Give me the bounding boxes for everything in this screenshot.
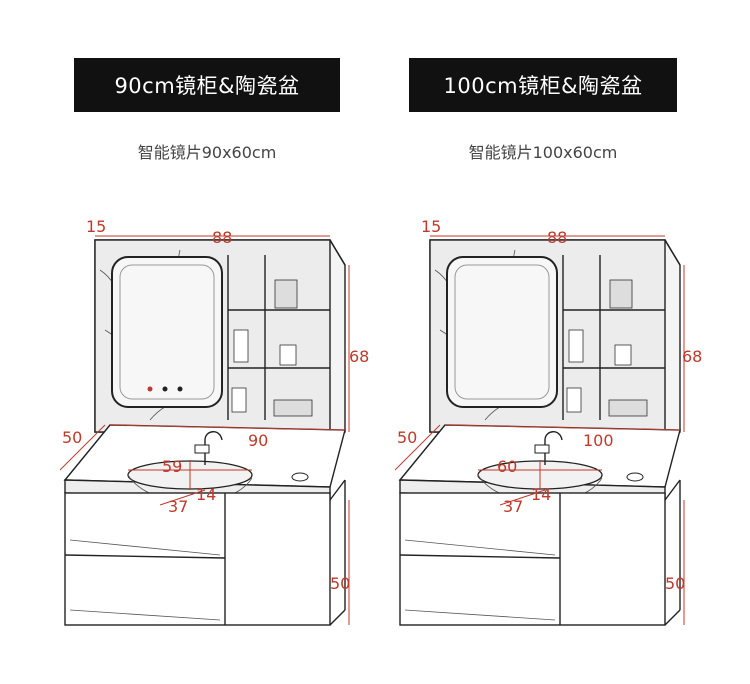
left-dim-vanity-width: 90 xyxy=(248,431,268,450)
left-title-banner: 90cm镜柜&陶瓷盆 xyxy=(74,58,340,112)
right-mirror-cabinet xyxy=(429,239,681,433)
left-mirror-cabinet xyxy=(94,239,346,433)
right-dim-vanity-height: 50 xyxy=(665,574,685,593)
right-dim-cabinet-height: 68 xyxy=(682,347,702,366)
left-dim-basin-width: 59 xyxy=(162,457,182,476)
right-dim-vanity-depth: 50 xyxy=(397,428,417,447)
left-dim-cabinet-depth: 15 xyxy=(86,217,106,236)
right-dimension-lines xyxy=(394,235,685,625)
right-dim-basin-width: 60 xyxy=(497,457,517,476)
left-dim-cabinet-width: 88 xyxy=(212,228,232,247)
right-subtitle: 智能镜片100x60cm xyxy=(468,143,618,162)
left-dimension-lines xyxy=(59,235,350,625)
left-dim-vanity-depth: 50 xyxy=(62,428,82,447)
left-title: 90cm镜柜&陶瓷盆 xyxy=(114,74,300,98)
right-dim-basin-height: 37 xyxy=(503,497,523,516)
right-vanity xyxy=(398,424,681,626)
left-dim-cabinet-height: 68 xyxy=(349,347,369,366)
right-dim-cabinet-width: 88 xyxy=(547,228,567,247)
right-dim-vanity-width: 100 xyxy=(583,431,614,450)
left-dim-basin-height: 37 xyxy=(168,497,188,516)
right-dim-cabinet-depth: 15 xyxy=(421,217,441,236)
left-subtitle: 智能镜片90x60cm xyxy=(137,143,277,162)
left-vanity xyxy=(63,424,346,626)
right-title: 100cm镜柜&陶瓷盆 xyxy=(443,74,643,98)
right-title-banner: 100cm镜柜&陶瓷盆 xyxy=(409,58,677,112)
left-product-illustration xyxy=(59,235,350,626)
left-dim-vanity-height: 50 xyxy=(330,574,350,593)
right-product-illustration xyxy=(394,235,685,626)
left-dim-basin-depth: 14 xyxy=(196,485,216,504)
right-dim-basin-depth: 14 xyxy=(531,485,551,504)
